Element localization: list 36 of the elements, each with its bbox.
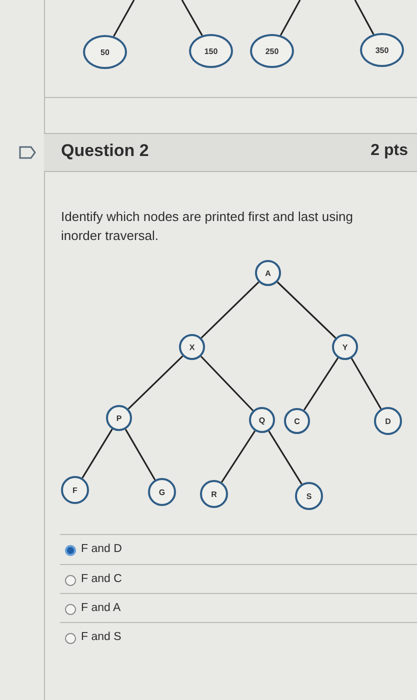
tree-edge	[113, 0, 135, 37]
tree-edge	[124, 428, 156, 480]
tree-node: 50	[83, 35, 127, 69]
tree-edge	[220, 430, 256, 483]
tree-edge	[128, 356, 184, 410]
tree-node: 350	[360, 33, 404, 67]
tree-edge	[200, 356, 254, 412]
tree-node: G	[148, 478, 176, 506]
tree-edge	[276, 281, 336, 339]
tree-node: Q	[249, 407, 275, 433]
tree-node: A	[255, 260, 281, 286]
question-text: Identify which nodes are printed first and last using inorder traversal.	[61, 208, 354, 245]
tree-node: R	[200, 480, 228, 508]
tree-node: 250	[250, 34, 294, 68]
answer-option: F and C	[81, 573, 122, 585]
tree-node: P	[106, 405, 132, 431]
tree-node: 150	[189, 34, 233, 68]
tree-edge	[268, 430, 302, 485]
tree-node: X	[179, 334, 205, 360]
points-label: 2 pts	[370, 142, 408, 160]
tree-node: D	[374, 407, 402, 435]
tree-edge	[354, 0, 374, 35]
tree-edge	[181, 0, 203, 36]
tree-node: C	[284, 408, 310, 434]
answer-option: F and A	[81, 602, 121, 614]
tree-node: Y	[332, 334, 358, 360]
question-title: Question 2	[61, 141, 149, 161]
tree-edge	[82, 428, 113, 478]
answer-option: F and D	[81, 543, 122, 555]
tree-edge	[350, 358, 382, 410]
tree-edge	[200, 282, 260, 338]
answer-option: F and S	[81, 631, 122, 643]
tree-edge	[303, 357, 339, 411]
tree-edge	[280, 0, 301, 36]
tree-node: S	[295, 482, 323, 510]
tree-node: F	[61, 476, 89, 504]
